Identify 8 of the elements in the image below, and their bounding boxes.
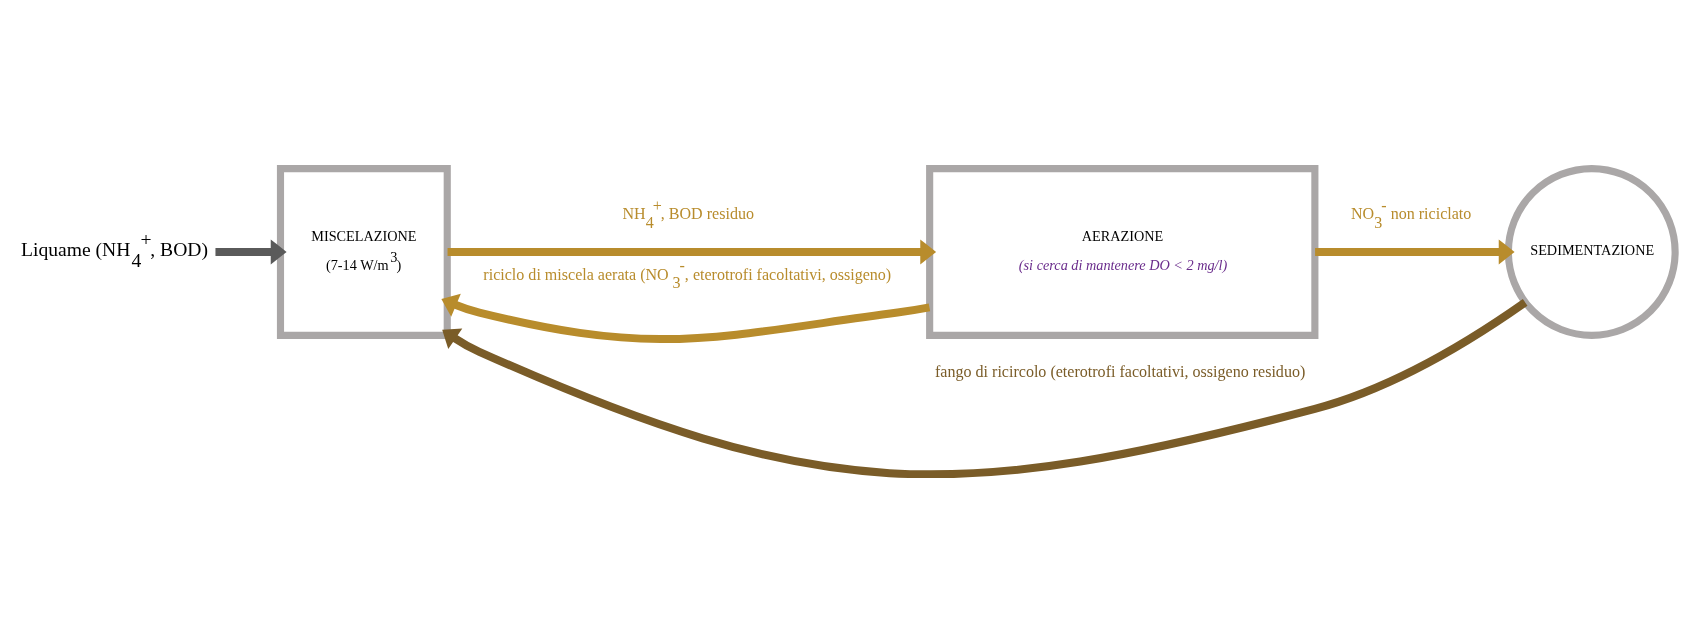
arrow xyxy=(441,293,931,343)
arrow xyxy=(447,238,937,264)
edge-label: fango di ricircolo (eterotrofi facoltativi, ossigeno residuo) xyxy=(935,362,1306,380)
node-circle: SEDIMENTAZIONE xyxy=(1504,164,1679,339)
node-box: AERAZIONE (si cerca di mantenere DO < 2 mg/l) xyxy=(926,164,1319,339)
arrow xyxy=(442,298,1528,478)
arrow xyxy=(215,238,287,264)
arrow xyxy=(1315,238,1515,264)
